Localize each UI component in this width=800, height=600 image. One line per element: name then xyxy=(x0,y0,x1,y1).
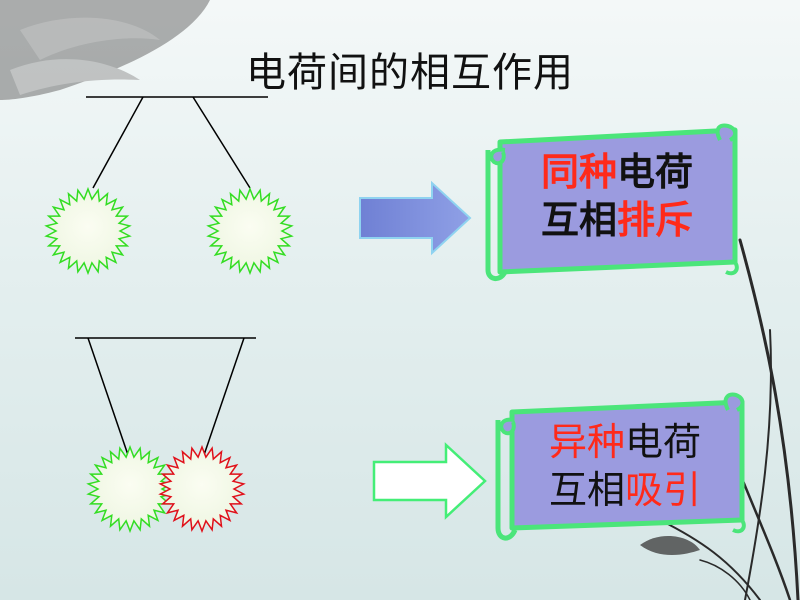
charge-word: 电荷 xyxy=(625,420,702,464)
scroll-banner-same-charge xyxy=(485,123,739,281)
charge-word: 电荷 xyxy=(617,150,694,194)
same-charge-text: 同种电荷 互相排斥 xyxy=(512,148,722,244)
attract-keyword: 吸引 xyxy=(625,468,702,512)
bottom-left-string xyxy=(87,337,129,456)
page-title: 电荷间的相互作用 xyxy=(246,50,574,96)
different-charge-text: 异种电荷 互相吸引 xyxy=(520,418,730,514)
top-left-string xyxy=(92,96,144,189)
arrow-right-icon-filled xyxy=(359,180,472,256)
mutual-word: 互相 xyxy=(540,198,617,242)
different-charge-line2: 互相吸引 xyxy=(520,466,730,514)
repel-keyword: 排斥 xyxy=(617,198,694,242)
same-charge-line1: 同种电荷 xyxy=(512,148,722,196)
bottom-left-charged-ball-green xyxy=(86,444,174,534)
same-charge-line2: 互相排斥 xyxy=(512,196,722,244)
mutual-word: 互相 xyxy=(548,468,625,512)
bottom-right-string xyxy=(203,337,245,456)
arrow-right-icon-outline xyxy=(372,442,487,520)
top-right-string xyxy=(192,96,251,189)
bottom-right-charged-ball-red xyxy=(158,444,246,534)
same-charge-keyword: 同种 xyxy=(540,150,617,194)
top-left-charged-ball-green xyxy=(44,186,132,276)
scroll-banner-different-charge xyxy=(495,392,746,541)
different-charge-keyword: 异种 xyxy=(548,420,625,464)
top-right-charged-ball-green xyxy=(206,186,294,276)
different-charge-line1: 异种电荷 xyxy=(520,418,730,466)
